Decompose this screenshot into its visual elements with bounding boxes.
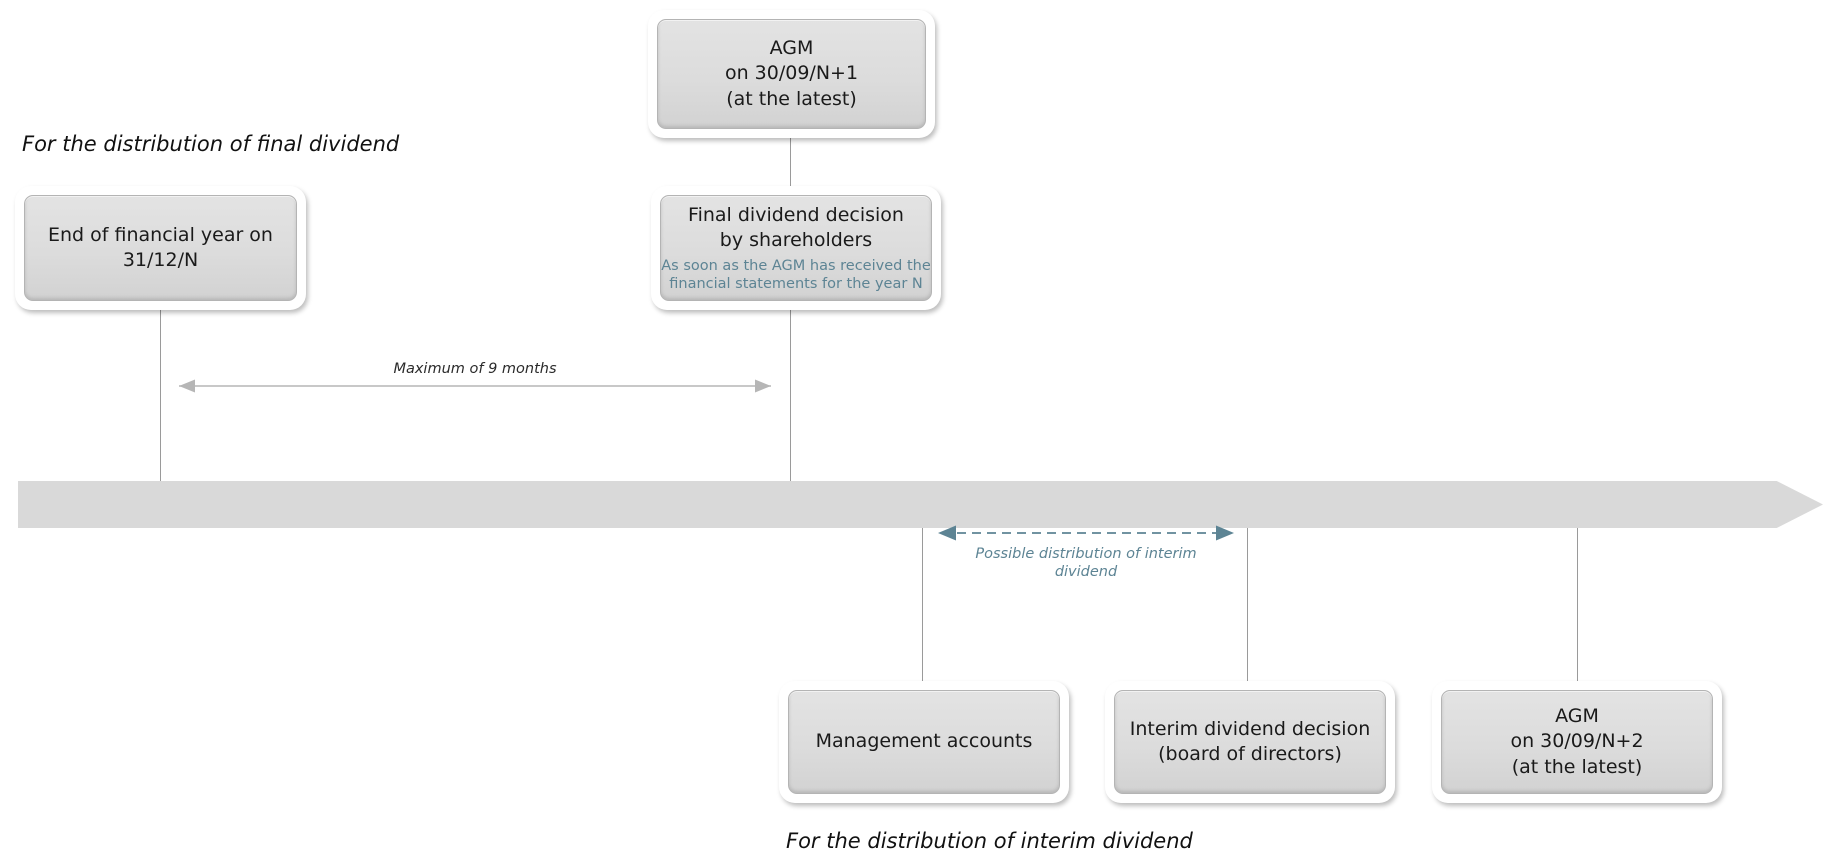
node-final-dividend-decision-line1: Final dividend decision [688,203,904,226]
node-final-dividend-decision-panel: Final dividend decision by shareholders … [660,195,932,301]
node-final-dividend-decision[interactable]: Final dividend decision by shareholders … [651,186,941,310]
node-agm-n2-panel: AGM on 30/09/N+2 (at the latest) [1441,690,1713,794]
measure-arrow-interim-dividend [938,525,1234,541]
node-agm-n1-line2: on 30/09/N+1 [724,62,859,85]
connector-final-dividend [790,310,791,482]
caption-interim-dividend: For the distribution of interim dividend [786,829,1193,853]
node-final-dividend-decision-sub1: As soon as the AGM has received the [661,257,931,274]
node-management-accounts-panel: Management accounts [788,690,1060,794]
node-management-accounts[interactable]: Management accounts [779,681,1069,803]
node-end-of-financial-year[interactable]: End of financial year on 31/12/N [15,186,306,310]
node-agm-n1-line3: (at the latest) [726,87,857,110]
node-management-accounts-line1: Management accounts [815,730,1033,753]
node-end-of-financial-year-line2: 31/12/N [122,249,199,271]
node-agm-n1[interactable]: AGM on 30/09/N+1 (at the latest) [648,10,935,138]
node-interim-dividend-decision-line2: (board of directors) [1158,743,1342,765]
connector-agm-n2 [1577,504,1578,681]
node-final-dividend-decision-sub2: financial statements for the year N [669,275,923,292]
node-agm-n2-line1: AGM [1555,705,1599,728]
connector-interim-decision [1247,504,1248,681]
node-agm-n2-line2: on 30/09/N+2 [1510,730,1644,753]
measure-label-interim-dividend: Possible distribution of interim dividen… [975,546,1197,581]
node-agm-n1-line1: AGM [769,37,814,60]
timeline-axis-arrow [18,481,1823,528]
connector-end-of-year [160,310,161,482]
measure-arrow-nine-months [179,379,771,393]
measure-label-nine-months: Maximum of 9 months [393,361,557,377]
node-end-of-financial-year-line1: End of financial year on [48,223,273,246]
node-agm-n1-panel: AGM on 30/09/N+1 (at the latest) [657,19,926,129]
caption-final-dividend: For the distribution of final dividend [22,132,400,156]
node-interim-dividend-decision[interactable]: Interim dividend decision (board of dire… [1105,681,1395,803]
node-interim-dividend-decision-line1: Interim dividend decision [1129,717,1371,740]
node-interim-dividend-decision-panel: Interim dividend decision (board of dire… [1114,690,1386,794]
connector-management-accounts [922,504,923,681]
node-agm-n2-line3: (at the latest) [1511,755,1643,778]
connector-agm-to-final [790,135,791,186]
node-agm-n2[interactable]: AGM on 30/09/N+2 (at the latest) [1432,681,1722,803]
node-final-dividend-decision-line2: by shareholders [719,228,873,251]
node-end-of-financial-year-panel: End of financial year on 31/12/N [24,195,297,301]
